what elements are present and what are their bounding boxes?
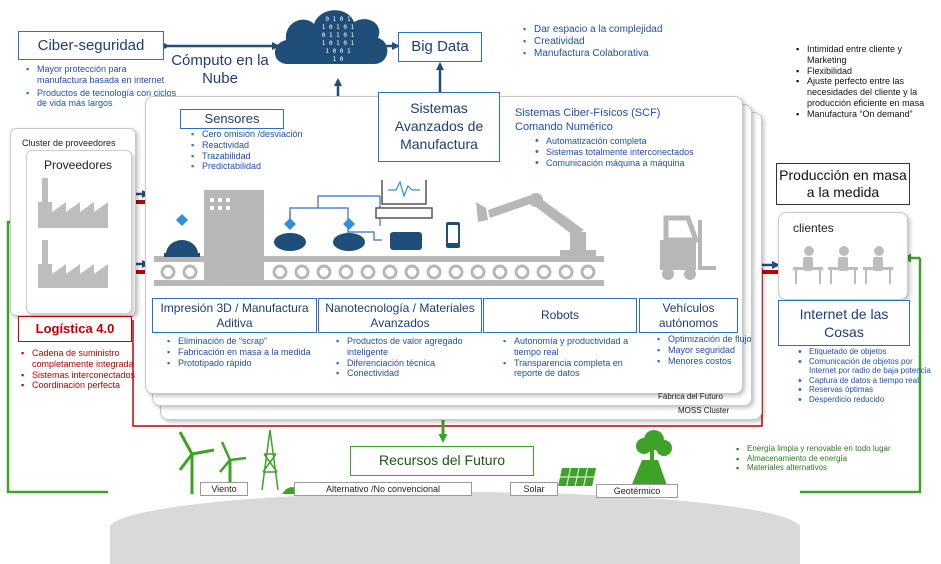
list-item: Flexibilidad — [796, 66, 929, 77]
nanotech-list: Productos de valor agregado inteligente … — [335, 336, 492, 379]
list-item: Diferenciación técnica — [336, 358, 492, 369]
list-item: Productos de valor agregado inteligente — [336, 336, 492, 358]
list-item: Energía limpia y renovable en todo lugar — [736, 444, 897, 454]
list-item: Fabricación en masa a la medida — [167, 347, 328, 358]
list-item: Cadena de suministro completamente integ… — [21, 348, 144, 370]
cloud-computing-label: Cómputo en la Nube — [171, 52, 269, 87]
alternative-label: Alternativo /No convencional — [294, 482, 472, 496]
advanced-manufacturing-box: Sistemas Avanzados de Manufactura — [378, 92, 500, 162]
list-item: Manufactura “On demand” — [796, 109, 929, 120]
cloud-binary: 0 1 0 1 1 0 1 0 1 0 1 1 0 1 1 0 1 0 1 1 … — [321, 16, 355, 63]
list-item: Intimidad entre cliente y Marketing — [796, 44, 929, 66]
factory-label: Fábrica del Futuro — [658, 392, 723, 401]
list-item: Reactividad — [191, 140, 352, 151]
solar-label: Solar — [510, 482, 558, 496]
suppliers-title: Proveedores — [44, 158, 113, 172]
cyber-security-list: Mayor protección para manufactura basada… — [25, 64, 177, 109]
factory-icon — [38, 178, 108, 288]
list-item: Reservas óptimas — [798, 384, 931, 397]
autonomous-vehicles-title: Vehículos autónomos — [658, 301, 719, 330]
nanotech-box: Nanotecnología / Materiales Avanzados — [318, 298, 482, 333]
list-item: Productos de tecnología con ciclos de vi… — [26, 88, 177, 110]
list-item: Creatividad — [523, 36, 694, 48]
list-item: Manufactura Colaborativa — [523, 48, 694, 60]
list-item: Desperdicio reducido — [798, 394, 931, 407]
nanotech-title: Nanotecnología / Materiales Avanzados — [325, 301, 475, 330]
list-item: Mayor protección para manufactura basada… — [26, 64, 177, 86]
wind-label: Viento — [200, 482, 248, 496]
list-item: Sistemas totalmente interconectados — [535, 146, 746, 159]
list-item: Conectividad — [336, 368, 492, 379]
advanced-manufacturing-title: Sistemas Avanzados de Manufactura — [394, 100, 484, 152]
list-item: Coordinación perfecta — [21, 380, 144, 391]
logistics-list: Cadena de suministro completamente integ… — [20, 348, 144, 391]
scf-list: Automatización completa Sistemas totalme… — [534, 135, 746, 170]
sensors-box: Sensores — [180, 109, 284, 129]
iot-list: Etiquetado de objetos Comunicación de ob… — [797, 346, 931, 407]
list-item: Transparencia completa en reporte de dat… — [503, 358, 650, 380]
list-item: Eliminación de “scrap” — [167, 336, 328, 347]
big-data-box: Big Data — [398, 32, 482, 62]
3d-printing-box: Impresión 3D / Manufactura Aditiva — [152, 298, 317, 333]
cyber-security-title: Ciber-seguridad — [37, 37, 145, 54]
list-item: Predictabilidad — [191, 161, 352, 172]
production-line-illustration — [154, 180, 716, 286]
list-item: Mayor seguridad — [657, 345, 752, 356]
future-resources-title: Recursos del Futuro — [378, 452, 506, 468]
big-data-list: Dar espacio a la complejidad Creatividad… — [522, 24, 694, 60]
logistics-title: Logística 4.0 — [35, 321, 115, 336]
geothermal-label: Geotérmico — [596, 484, 678, 498]
scf-title: Sistemas Ciber-Físicos (SCF) Comando Num… — [515, 107, 661, 133]
sensors-list: Cero omisión /desviación Reactividad Tra… — [190, 129, 352, 172]
autonomous-vehicles-box: Vehículos autónomos — [639, 298, 738, 333]
list-item: Captura de datos a tiempo real — [798, 375, 931, 388]
future-resources-box: Recursos del Futuro — [350, 446, 534, 476]
clients-panel: clientes — [778, 212, 908, 300]
list-item: Almacenamiento de energía — [736, 454, 897, 464]
list-item: Optimización de flujo — [657, 334, 752, 345]
robots-box: Robots — [483, 298, 637, 333]
list-item: Ajuste perfecto entre las necesidades de… — [796, 76, 929, 108]
moss-cluster-label: MOSS Cluster — [678, 406, 730, 415]
list-item: Cero omisión /desviación — [191, 129, 352, 140]
sensors-title: Sensores — [204, 111, 260, 126]
resources-loop-line — [800, 258, 922, 494]
clients-title: clientes — [793, 221, 834, 235]
list-item: Etiquetado de objetos — [798, 346, 931, 359]
cloud-icon — [274, 10, 388, 64]
3d-printing-title: Impresión 3D / Manufactura Aditiva — [160, 301, 309, 330]
big-data-title: Big Data — [411, 38, 469, 55]
list-item: Trazabilidad — [191, 151, 352, 162]
list-item: Autonomía y productividad a tiempo real — [503, 336, 650, 358]
list-item: Menores costos — [657, 356, 752, 367]
robots-title: Robots — [540, 308, 580, 322]
list-item: Comunicación máquina a máquina — [535, 157, 746, 170]
suppliers-cluster-label: Cluster de proveedores — [22, 138, 116, 148]
logistics-box: Logística 4.0 — [18, 316, 132, 342]
3d-printing-list: Eliminación de “scrap” Fabricación en ma… — [166, 336, 328, 368]
autonomous-vehicles-list: Optimización de flujo Mayor seguridad Me… — [656, 334, 752, 366]
list-item: Comunicación de objetos por Internet por… — [798, 356, 931, 376]
customer-benefits-list: Intimidad entre cliente y Marketing Flex… — [795, 44, 929, 120]
list-item: Automatización completa — [535, 135, 746, 148]
future-resources-list: Energía limpia y renovable en todo lugar… — [735, 444, 897, 474]
list-item: Dar espacio a la complejidad — [523, 24, 694, 36]
robots-list: Autonomía y productividad a tiempo real … — [502, 336, 650, 379]
iot-title: Internet de las Cosas — [799, 306, 889, 340]
clients-icon — [793, 246, 893, 284]
list-item: Prototipado rápido — [167, 358, 328, 369]
cyber-security-box: Ciber-seguridad — [18, 31, 164, 60]
list-item: Materiales alternativos — [736, 463, 897, 473]
mass-custom-title: Producción en masa a la medida — [779, 167, 907, 200]
iot-box: Internet de las Cosas — [778, 300, 910, 346]
mass-custom-box: Producción en masa a la medida — [776, 163, 910, 205]
list-item: Sistemas interconectados — [21, 370, 144, 381]
